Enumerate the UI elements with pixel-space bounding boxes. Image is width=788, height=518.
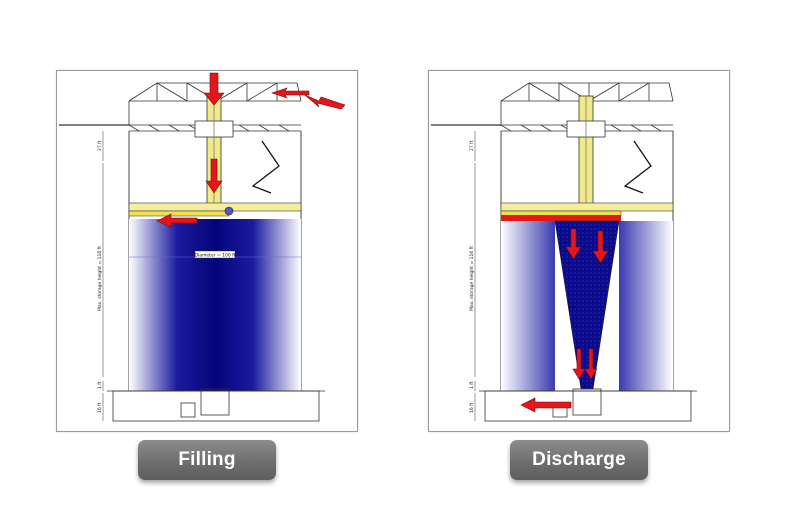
stored-material-right (619, 221, 673, 391)
diameter-label: Diameter = 100 ft (195, 253, 236, 259)
discharge-arrow-down-2 (592, 230, 609, 264)
foundation (107, 388, 325, 422)
dim-top-label: 27 ft (97, 140, 103, 151)
discharge-arrow-down-4 (584, 348, 598, 380)
discharge-silo-drawing: 27 ft Max. storage height = 116 ft 1 ft … (431, 82, 697, 422)
dim-top-label: 27 ft (469, 140, 475, 151)
flow-arrow-down-column (205, 158, 223, 194)
dim-main-label: Max. storage height = 116 ft (469, 246, 475, 311)
dim-small-label: 1 ft (469, 381, 475, 389)
flow-arrows (156, 72, 346, 228)
central-column (566, 95, 606, 207)
outflow-arrow-left (520, 397, 572, 413)
conveyor-zigzag (623, 140, 652, 194)
discharge-caption: Discharge (510, 440, 648, 480)
filling-caption: Filling (138, 440, 276, 480)
reclaimer-bridge (128, 202, 302, 217)
filling-diagram-panel: Diameter = 100 ft 27 ft Max. storage hei… (56, 70, 358, 432)
filling-silo-drawing: Diameter = 100 ft 27 ft Max. storage hei… (59, 72, 346, 422)
dim-bottom-label: 16 ft (97, 402, 103, 413)
conveyor-zigzag (251, 140, 280, 194)
distribution-arrow-left (156, 213, 198, 228)
inflow-arrow-left-2 (304, 94, 346, 110)
reclaimer-bridge (500, 202, 674, 221)
stored-material-left (501, 221, 555, 391)
discharge-funnel (554, 220, 620, 390)
dim-small-label: 1 ft (97, 381, 103, 389)
discharge-diagram-panel: 27 ft Max. storage height = 116 ft 1 ft … (428, 70, 730, 432)
inflow-arrow-left-1 (271, 87, 310, 99)
inflow-arrow-down-top (203, 72, 225, 106)
dim-main-label: Max. storage height = 116 ft (97, 246, 103, 311)
foundation (479, 388, 697, 422)
flow-arrows (520, 228, 609, 413)
dim-bottom-label: 16 ft (469, 402, 475, 413)
discharge-arrow-down-3 (572, 348, 586, 380)
stored-material (129, 219, 301, 391)
discharge-arrow-down-1 (565, 228, 582, 260)
